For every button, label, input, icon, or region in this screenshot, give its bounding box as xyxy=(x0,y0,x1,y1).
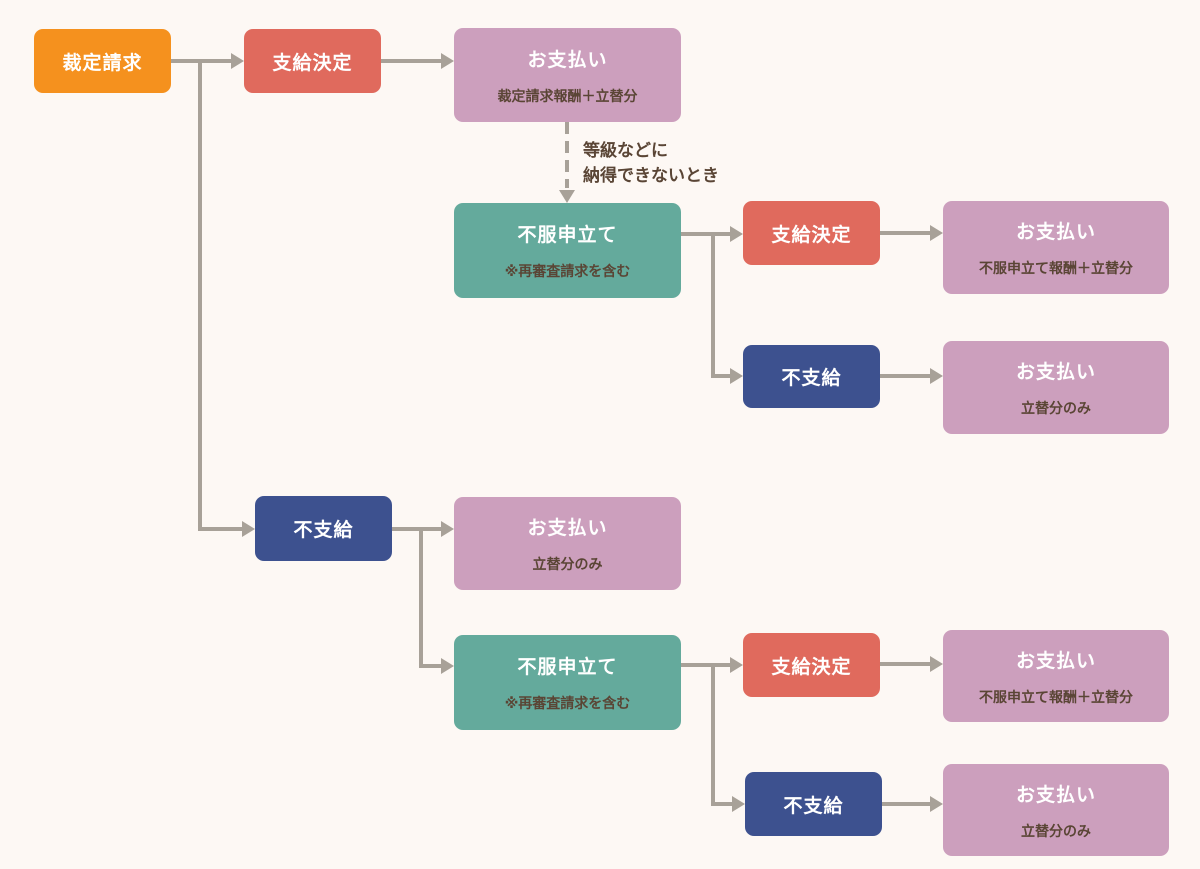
arrowhead-approved3 xyxy=(730,657,743,673)
node-payment-1-title: お支払い xyxy=(527,48,608,71)
node-appeal-2-sub: ※再審査請求を含む xyxy=(504,696,631,712)
node-payment-1: お支払い 裁定請求報酬＋立替分 xyxy=(454,28,681,122)
node-payment-6: お支払い 立替分のみ xyxy=(943,764,1169,856)
node-appeal-2: 不服申立て ※再審査請求を含む xyxy=(454,635,681,730)
node-payment-5: お支払い 不服申立て報酬＋立替分 xyxy=(943,630,1169,722)
arrowhead-appeal1 xyxy=(559,190,575,203)
node-payment-6-sub: 立替分のみ xyxy=(1021,823,1091,840)
node-payment-2-title: お支払い xyxy=(1015,221,1096,243)
arrowhead-approved1 xyxy=(231,53,244,69)
node-appeal-1-sub: ※再審査請求を含む xyxy=(504,264,631,280)
edge-appeal1-rejected2 xyxy=(711,234,731,378)
node-rejected-3-title: 不支給 xyxy=(783,794,844,817)
arrowhead-rejected3 xyxy=(732,796,745,812)
node-payment-4-sub: 立替分のみ xyxy=(532,557,603,573)
condition-note-line1: 等級などに xyxy=(583,141,668,161)
node-payment-1-sub: 裁定請求報酬＋立替分 xyxy=(497,88,638,105)
node-claim-title: 裁定請求 xyxy=(62,51,143,74)
node-payment-6-title: お支払い xyxy=(1015,783,1096,806)
condition-note: 等級などに 納得できないとき xyxy=(583,139,719,189)
edge-appeal2-rejected3 xyxy=(711,665,733,806)
node-payment-5-title: お支払い xyxy=(1015,649,1096,672)
node-payment-4: お支払い 立替分のみ xyxy=(454,497,681,590)
node-rejected-3: 不支給 xyxy=(745,772,882,836)
node-approved-1: 支給決定 xyxy=(244,29,381,93)
arrowhead-approved2 xyxy=(730,226,743,242)
node-approved-3-title: 支給決定 xyxy=(771,655,852,678)
node-payment-2: お支払い 不服申立て報酬＋立替分 xyxy=(943,201,1169,294)
node-payment-3-title: お支払い xyxy=(1015,361,1096,383)
node-payment-4-title: お支払い xyxy=(527,517,608,539)
arrowhead-payment5 xyxy=(930,656,943,672)
node-payment-2-sub: 不服申立て報酬＋立替分 xyxy=(979,261,1133,277)
node-approved-3: 支給決定 xyxy=(743,633,880,697)
node-rejected-1-title: 不支給 xyxy=(293,519,354,541)
condition-note-line2: 納得できないとき xyxy=(583,166,719,186)
arrowhead-payment1 xyxy=(441,53,454,69)
node-appeal-1-title: 不服申立て xyxy=(517,224,618,246)
node-claim: 裁定請求 xyxy=(34,29,171,93)
node-payment-3-sub: 立替分のみ xyxy=(1021,401,1091,417)
arrowhead-payment4 xyxy=(441,521,454,537)
node-approved-2: 支給決定 xyxy=(743,201,880,265)
node-approved-1-title: 支給決定 xyxy=(272,51,353,74)
arrowhead-payment2 xyxy=(930,225,943,241)
arrowhead-rejected1 xyxy=(242,521,255,537)
edge-rejected1-appeal2 xyxy=(419,529,442,668)
node-rejected-2-title: 不支給 xyxy=(781,367,842,389)
node-rejected-1: 不支給 xyxy=(255,496,392,561)
node-rejected-2: 不支給 xyxy=(743,345,880,408)
node-approved-2-title: 支給決定 xyxy=(771,223,852,246)
node-payment-3: お支払い 立替分のみ xyxy=(943,341,1169,434)
arrowhead-rejected2 xyxy=(730,368,743,384)
edge-claim-rejected1 xyxy=(198,61,243,531)
node-appeal-1: 不服申立て ※再審査請求を含む xyxy=(454,203,681,298)
arrowhead-payment6 xyxy=(930,796,943,812)
node-payment-5-sub: 不服申立て報酬＋立替分 xyxy=(979,689,1133,706)
arrowhead-appeal2 xyxy=(441,658,454,674)
arrowhead-payment3 xyxy=(930,368,943,384)
node-appeal-2-title: 不服申立て xyxy=(517,656,618,678)
